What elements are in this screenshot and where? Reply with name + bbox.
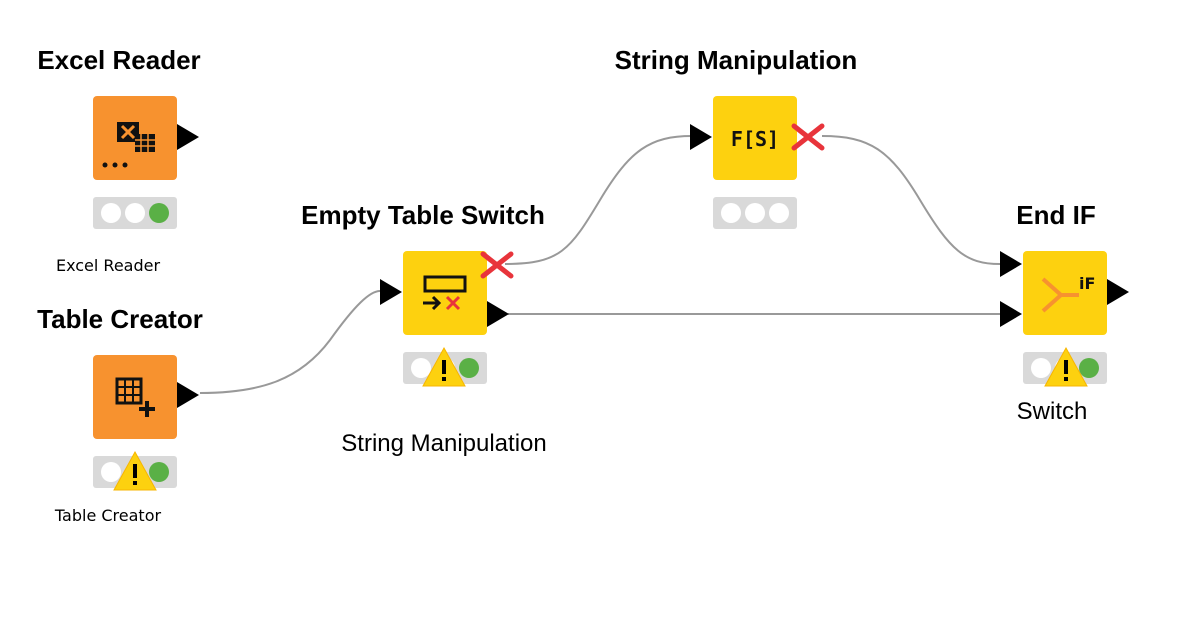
status-light-yellow [745, 203, 765, 223]
node-title-table-creator[interactable]: Table Creator [37, 304, 203, 334]
svg-text:iF: iF [1079, 274, 1095, 293]
status-light-green [769, 203, 789, 223]
excel-reader-icon [102, 122, 155, 168]
status-light-red [1031, 358, 1051, 378]
inactive-port-x-icon [791, 123, 825, 151]
string-manipulation-icon: F[S] [731, 127, 779, 151]
svg-text:F[S]: F[S] [731, 127, 779, 151]
node-table-creator[interactable] [93, 355, 177, 439]
status-light-yellow [125, 203, 145, 223]
status-light-green [459, 358, 479, 378]
node-excel-reader[interactable] [93, 96, 177, 180]
node-title-string-manipulation[interactable]: String Manipulation [614, 45, 858, 75]
node-empty-table-switch[interactable] [403, 251, 487, 335]
table-creator-output-port[interactable] [177, 382, 201, 408]
status-light-red [101, 203, 121, 223]
node-label-empty-table-switch-line2: String Manipulation [341, 430, 547, 457]
status-light-red [411, 358, 431, 378]
empty-table-switch-icon [423, 275, 467, 311]
node-label-end-if: Switch [1016, 398, 1088, 425]
warning-icon[interactable] [1043, 346, 1089, 388]
node-title-excel-reader[interactable]: Excel Reader [37, 45, 201, 75]
node-label-excel-reader: Excel Reader [55, 256, 161, 275]
node-title-end-if[interactable]: End IF [1016, 200, 1096, 230]
node-label-table-creator-line1: Table Creator [54, 506, 162, 525]
status-light-red [101, 462, 121, 482]
string-manipulation-input-port[interactable] [690, 124, 714, 150]
string-manipulation-status-lights [713, 197, 797, 229]
inactive-port-x-icon [480, 251, 514, 279]
warning-icon[interactable] [421, 346, 467, 388]
end-if-input-port-bottom[interactable] [1000, 301, 1024, 327]
excel-reader-output-port[interactable] [177, 124, 201, 150]
node-title-empty-table-switch[interactable]: Empty Table Switch [301, 200, 545, 230]
node-end-if[interactable]: iF [1023, 251, 1107, 335]
connection-string-manipulation-to-end-if-top[interactable] [821, 135, 1001, 265]
connection-table-creator-to-switch[interactable] [199, 290, 381, 394]
end-if-output-port[interactable] [1107, 279, 1131, 305]
excel-reader-status-lights [93, 197, 177, 229]
empty-table-switch-input-port[interactable] [380, 279, 404, 305]
status-light-green [149, 462, 169, 482]
empty-table-switch-output-port-bottom[interactable] [487, 301, 511, 327]
connection-switch-to-string-manipulation[interactable] [504, 135, 693, 265]
status-light-green [1079, 358, 1099, 378]
status-light-red [721, 203, 741, 223]
table-creator-icon [115, 377, 155, 417]
warning-icon[interactable] [112, 450, 158, 492]
end-if-input-port-top[interactable] [1000, 251, 1024, 277]
node-string-manipulation[interactable]: F[S] [713, 96, 797, 180]
end-if-icon: iF [1041, 274, 1095, 313]
status-light-green [149, 203, 169, 223]
